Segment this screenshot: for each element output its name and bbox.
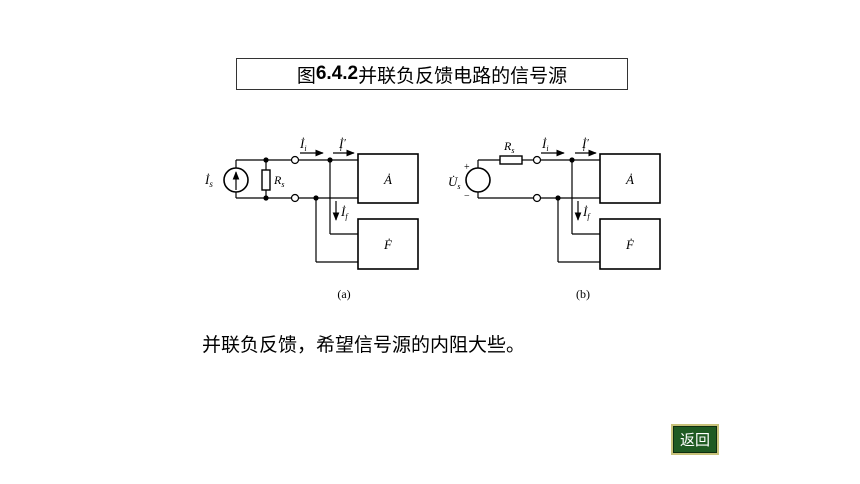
- junction-a-4: [313, 195, 319, 201]
- terminal-b-top: [532, 155, 542, 165]
- label-b-minus: −: [464, 191, 470, 202]
- label-b-amp: Ȧ: [625, 172, 634, 187]
- resistor-rs-a: [261, 169, 271, 191]
- junction-a-3: [327, 157, 333, 163]
- feedback-block-a: [357, 218, 419, 270]
- label-b-ii: İi: [541, 136, 549, 153]
- label-a-ii: İi: [299, 136, 307, 153]
- label-b-us: U̇s: [448, 174, 461, 191]
- junction-a-1: [263, 157, 269, 163]
- label-a-if: İf: [340, 204, 349, 221]
- label-a-ii-prime: İ′i: [338, 136, 346, 153]
- label-a-is: İs: [204, 172, 213, 189]
- label-a-rs: Rs: [273, 173, 284, 189]
- terminal-b-bot: [532, 193, 542, 203]
- label-b-if: İf: [582, 204, 591, 221]
- amplifier-block-a: [357, 153, 419, 204]
- title-text: 并联负反馈电路的信号源: [358, 64, 568, 87]
- terminal-a-bot: [290, 193, 300, 203]
- junction-b-2: [555, 195, 561, 201]
- feedback-block-b: [599, 218, 661, 270]
- explanation-text: 并联负反馈，希望信号源的内阻大些。: [202, 334, 526, 356]
- amplifier-block-b: [599, 153, 661, 204]
- back-button[interactable]: 返回: [671, 424, 719, 455]
- caption-b: (b): [576, 287, 590, 301]
- junction-a-2: [263, 195, 269, 201]
- label-b-plus: +: [464, 162, 470, 173]
- title-prefix: 图: [296, 64, 316, 87]
- resistor-rs-b: [499, 155, 523, 165]
- label-a-fb: Ḟ: [383, 237, 393, 252]
- circuit-b: [465, 149, 661, 270]
- label-b-ii-prime: İ′i: [581, 136, 589, 153]
- label-a-amp: Ȧ: [383, 172, 392, 187]
- terminal-a-top: [290, 155, 300, 165]
- junction-b-1: [569, 157, 575, 163]
- title-number: 6.4.2: [315, 63, 359, 84]
- label-b-fb: Ḟ: [625, 237, 635, 252]
- label-b-rs: Rs: [503, 139, 514, 155]
- caption-a: (a): [337, 287, 350, 301]
